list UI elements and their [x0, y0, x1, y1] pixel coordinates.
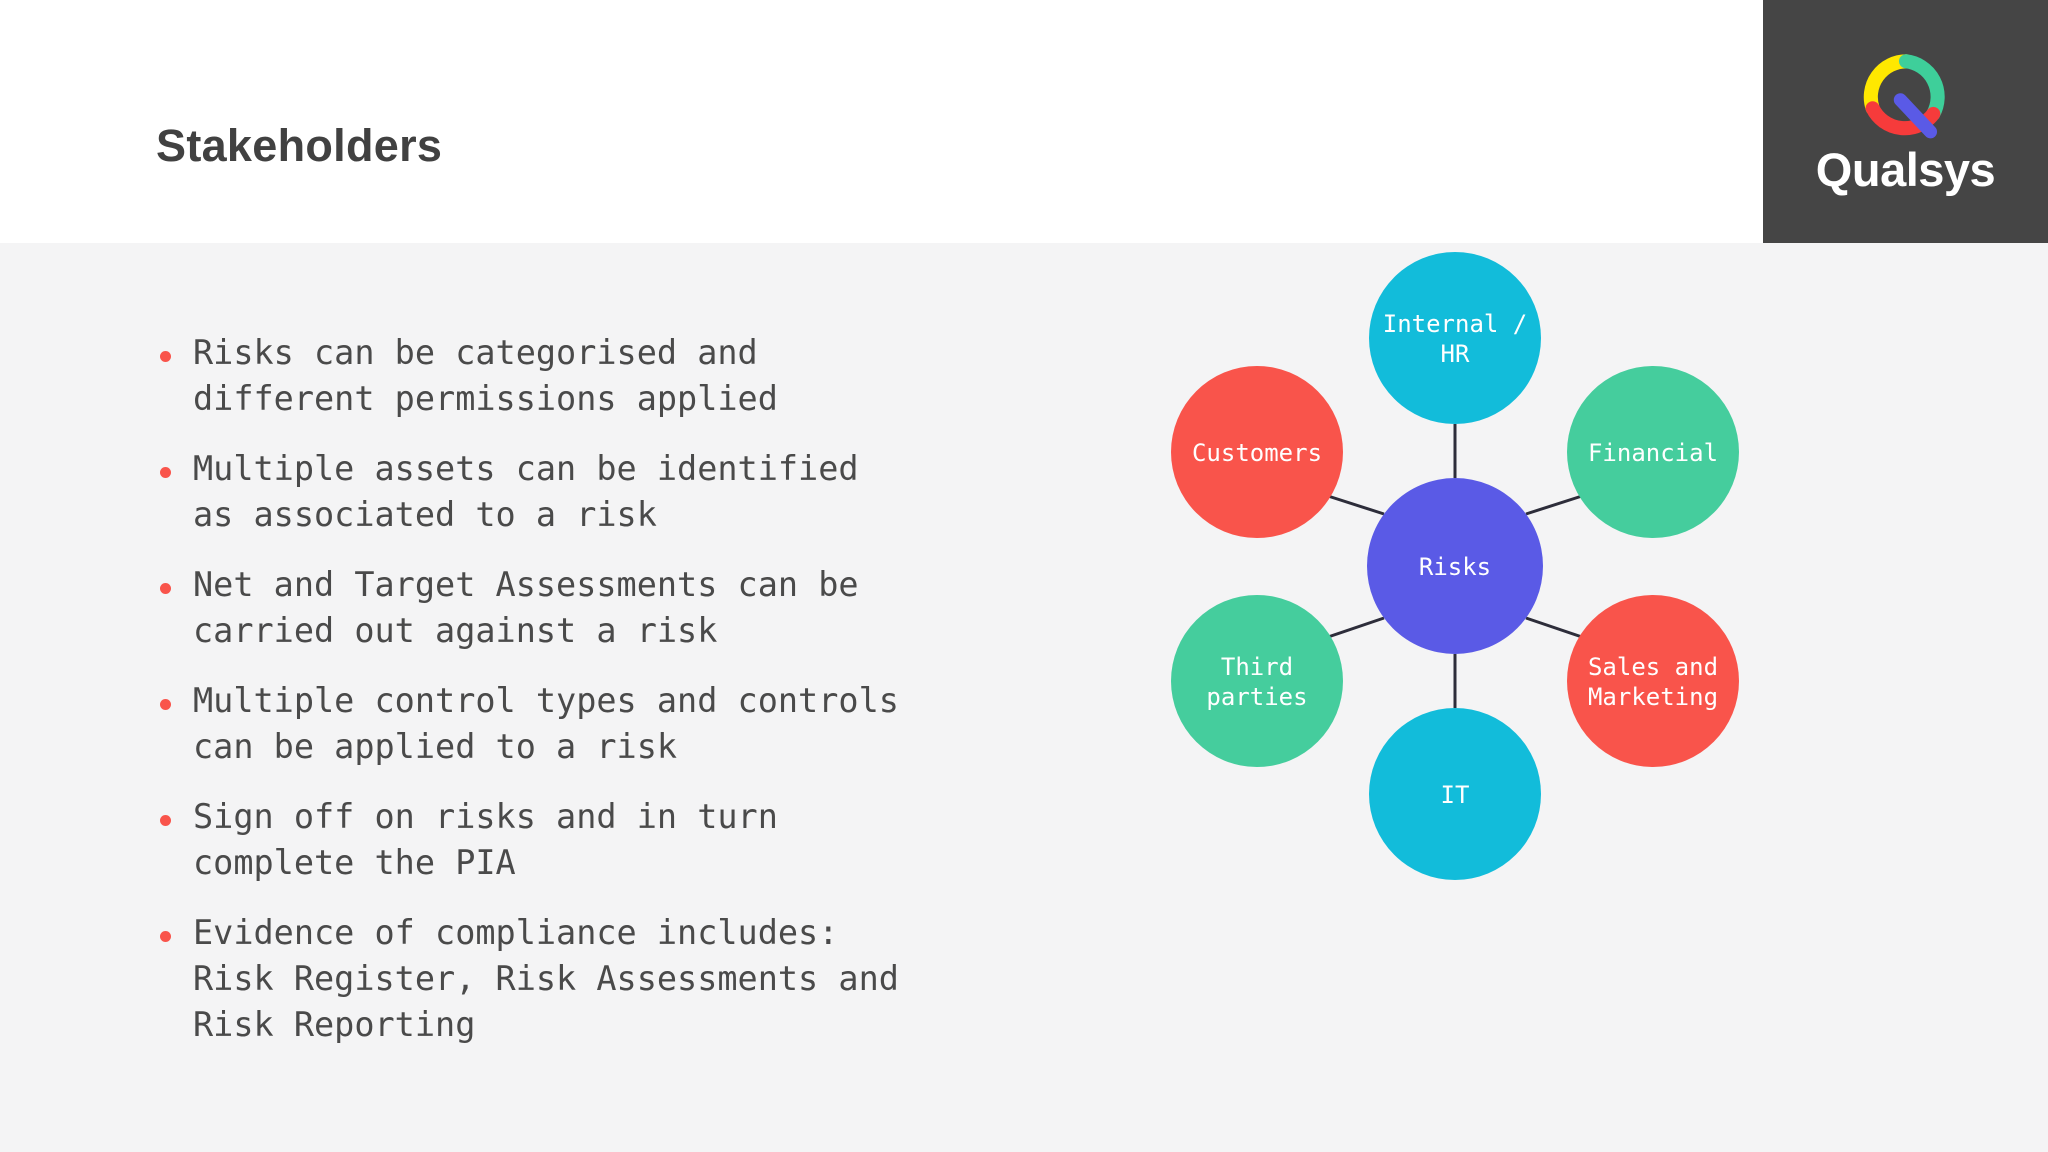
- connector-center-customers: [1327, 494, 1385, 516]
- connector-center-financial: [1525, 494, 1583, 516]
- node-sales-and-marketing[interactable]: Sales and Marketing: [1567, 595, 1739, 767]
- qualsys-logo-block: Qualsys: [1763, 0, 2048, 243]
- qualsys-q-ring-icon: [1863, 54, 1945, 139]
- connector-lines: [1327, 424, 1583, 708]
- node-circle[interactable]: [1171, 595, 1343, 767]
- bullet-text: Net and Target Assessments can be carrie…: [193, 565, 859, 650]
- node-circle[interactable]: [1369, 252, 1541, 424]
- bullet-text: Multiple control types and controls can …: [193, 681, 899, 766]
- bullet-dot-icon: [160, 699, 171, 710]
- list-item: Evidence of compliance includes: Risk Re…: [160, 910, 1120, 1048]
- list-item: Risks can be categorised and different p…: [160, 330, 1120, 422]
- bullet-text: Risks can be categorised and different p…: [193, 333, 778, 418]
- bullet-text: Sign off on risks and in turn complete t…: [193, 797, 778, 882]
- bullet-list: Risks can be categorised and different p…: [160, 330, 1120, 1072]
- bullet-dot-icon: [160, 815, 171, 826]
- node-label-line2: Marketing: [1588, 683, 1718, 711]
- node-label-line2: HR: [1441, 340, 1470, 368]
- node-label-line1: IT: [1441, 781, 1470, 809]
- list-item: Multiple assets can be identified as ass…: [160, 446, 1120, 538]
- bullet-dot-icon: [160, 467, 171, 478]
- node-risks-center[interactable]: Risks: [1367, 478, 1543, 654]
- list-item: Sign off on risks and in turn complete t…: [160, 794, 1120, 886]
- page-title: Stakeholders: [156, 120, 443, 171]
- node-circle[interactable]: [1567, 366, 1739, 538]
- node-circle[interactable]: [1369, 708, 1541, 880]
- node-circle[interactable]: [1171, 366, 1343, 538]
- node-label-line1: Internal /: [1383, 310, 1528, 338]
- bullet-dot-icon: [160, 931, 171, 942]
- list-item: Multiple control types and controls can …: [160, 678, 1120, 770]
- header-band: [0, 0, 2048, 243]
- node-label-line1: Customers: [1192, 439, 1322, 467]
- bullet-dot-icon: [160, 583, 171, 594]
- node-customers[interactable]: Customers: [1171, 366, 1343, 538]
- qualsys-wordmark: Qualsys: [1815, 143, 1996, 196]
- connector-center-sales-marketing: [1525, 616, 1583, 639]
- node-circle[interactable]: [1567, 595, 1739, 767]
- bullet-text: Multiple assets can be identified as ass…: [193, 449, 859, 534]
- stakeholder-hub-diagram: Internal / HR Financial Sales and Market…: [1120, 230, 1940, 1110]
- node-label-line1: Third: [1221, 653, 1293, 681]
- node-label-line1: Sales and: [1588, 653, 1718, 681]
- connector-center-third-parties: [1327, 616, 1385, 639]
- node-label-line1: Financial: [1588, 439, 1718, 467]
- node-internal-hr[interactable]: Internal / HR: [1369, 252, 1541, 424]
- node-label-center: Risks: [1419, 553, 1491, 581]
- node-financial[interactable]: Financial: [1567, 366, 1739, 538]
- node-label-line2: parties: [1206, 683, 1307, 711]
- bullet-text: Evidence of compliance includes: Risk Re…: [193, 913, 899, 1044]
- bullet-dot-icon: [160, 351, 171, 362]
- node-it[interactable]: IT: [1369, 708, 1541, 880]
- node-third-parties[interactable]: Third parties: [1171, 595, 1343, 767]
- list-item: Net and Target Assessments can be carrie…: [160, 562, 1120, 654]
- node-circle[interactable]: [1367, 478, 1543, 654]
